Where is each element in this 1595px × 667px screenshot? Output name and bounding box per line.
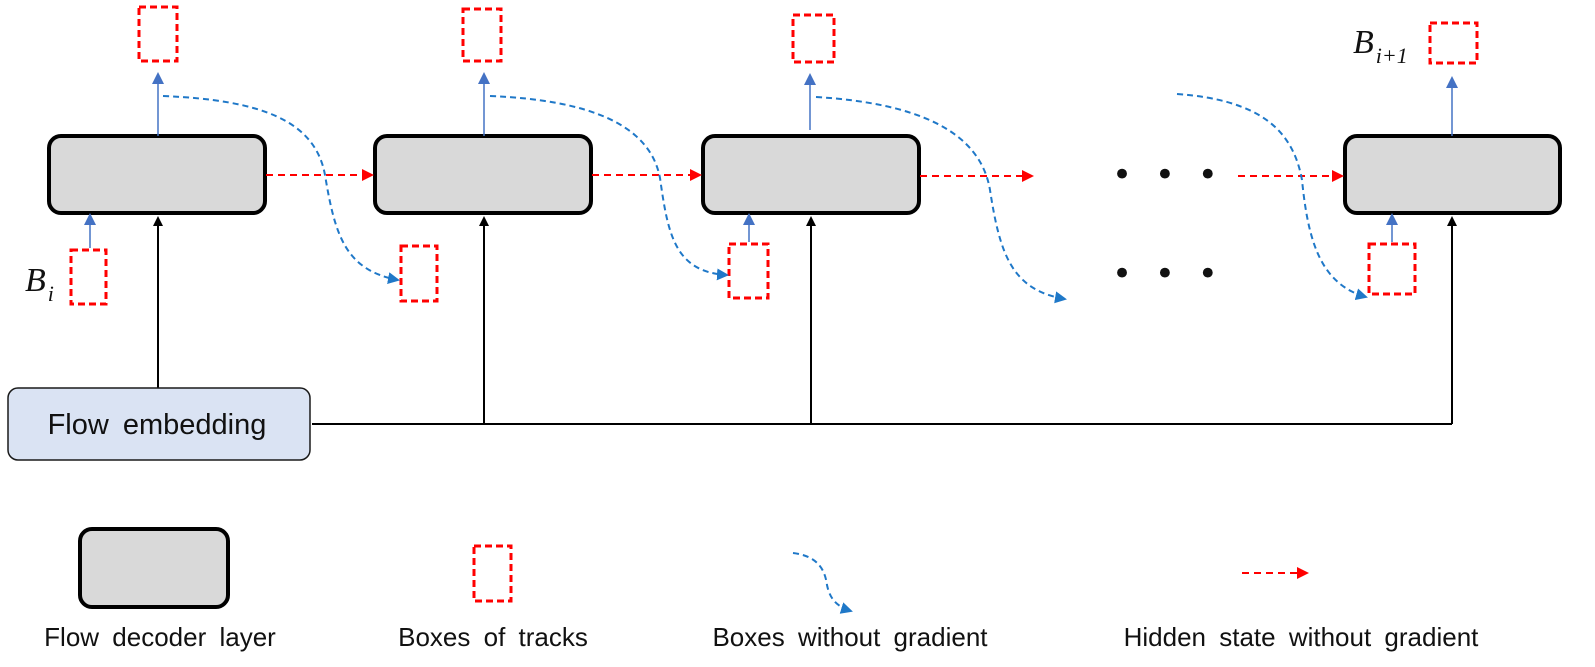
track-box-top-2: [461, 7, 503, 63]
detached-arrow-2: [489, 95, 729, 281]
flow-embedding-node: Flow embedding: [7, 387, 311, 461]
decoder-layer-2: [373, 134, 593, 215]
decoder-layers: [47, 134, 1562, 215]
detached-arrow-3: [815, 96, 1067, 304]
detached-arrow-4: [1176, 93, 1368, 301]
box-flow-arrows: [84, 72, 1458, 248]
flow-embedding-box: [7, 387, 311, 461]
ellipsis-bottom: • • •: [1112, 254, 1224, 294]
embedding-connections: [153, 216, 1457, 425]
legend-decoder-layer-label: Flow decoder layer: [44, 622, 276, 652]
track-boxes: [69, 5, 1479, 306]
legend-decoder-layer-swatch: [78, 527, 230, 609]
decoder-layer-4: [1343, 134, 1562, 215]
decoder-layer-3: [701, 134, 921, 215]
flow-embedding-label: Flow embedding: [48, 409, 267, 441]
track-box-bottom-1: [69, 248, 108, 306]
track-box-top-3: [791, 13, 836, 64]
legend: Flow decoder layer Boxes of tracks Boxes…: [44, 527, 1480, 652]
legend-detached-arrow-swatch: [792, 552, 853, 614]
legend-detached-arrow-label: Boxes without gradient: [712, 622, 988, 652]
track-box-top-4: [1428, 21, 1479, 65]
track-box-bottom-3: [727, 242, 770, 300]
legend-track-box-swatch: [472, 544, 513, 603]
track-box-bottom-2: [399, 244, 439, 303]
detached-box-arrows: [162, 93, 1368, 304]
input-box-label: Bi: [25, 262, 54, 306]
hidden-state-arrows: [266, 169, 1344, 182]
track-box-top-1: [137, 5, 179, 63]
legend-hidden-state-label: Hidden state without gradient: [1124, 622, 1480, 652]
legend-track-box-label: Boxes of tracks: [398, 622, 588, 652]
decoder-layer-1: [47, 134, 267, 215]
output-box-label: Bi+1: [1353, 24, 1408, 68]
ellipsis-top: • • •: [1112, 155, 1224, 195]
detached-arrow-1: [162, 95, 400, 285]
track-box-bottom-4: [1367, 242, 1417, 296]
